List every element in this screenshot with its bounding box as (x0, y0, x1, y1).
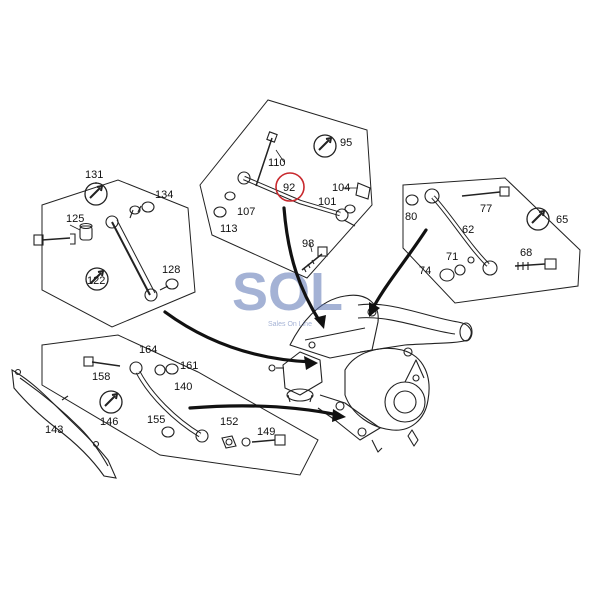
watermark-tagline: Sales On Line (268, 321, 312, 328)
callout-155: 155 (147, 414, 165, 426)
callout-80: 80 (405, 211, 417, 223)
torque-icons (84, 134, 550, 414)
wrench-icon (99, 390, 123, 414)
panel-camber-arm (402, 177, 581, 304)
wrench-icon (526, 207, 550, 231)
callout-92: 92 (283, 182, 295, 194)
panel-lower-arm (41, 334, 319, 476)
stabilizer-parts (33, 201, 179, 302)
part-143-shield (11, 368, 117, 479)
callout-107: 107 (237, 206, 255, 218)
arrow-stabilizer-to-knuckle (163, 310, 314, 364)
sol-watermark-logo: SOL Sales On Line (232, 262, 343, 328)
callout-146: 146 (100, 416, 118, 428)
arrow-camber-to-knuckle (370, 228, 428, 312)
panel-stabilizer-link (41, 179, 196, 328)
callout-131: 131 (85, 169, 103, 181)
callout-161: 161 (180, 360, 198, 372)
wrench-icon (313, 134, 337, 158)
callout-110: 110 (268, 157, 286, 169)
knuckle-assembly (268, 294, 473, 453)
callout-77: 77 (480, 203, 492, 215)
leader-lines (69, 149, 358, 253)
callout-101: 101 (318, 196, 336, 208)
callout-74: 74 (419, 265, 431, 277)
callout-158: 158 (92, 371, 110, 383)
callout-113: 113 (220, 223, 238, 235)
callout-95: 95 (340, 137, 352, 149)
camber-arm-parts (405, 186, 557, 282)
callout-149: 149 (257, 426, 275, 438)
callout-140: 140 (174, 381, 192, 393)
callout-68: 68 (520, 247, 532, 259)
callout-134: 134 (155, 189, 173, 201)
wrench-icon (84, 182, 108, 206)
flow-arrowheads (304, 302, 380, 422)
arrow-lower-arm-to-knuckle (188, 404, 340, 417)
upper-arm-parts (213, 131, 371, 273)
callout-65: 65 (556, 214, 568, 226)
callout-164: 164 (139, 344, 157, 356)
callout-122: 122 (87, 275, 105, 287)
flow-arrows (163, 206, 428, 417)
highlight-circle-92 (275, 172, 305, 202)
callout-71: 71 (446, 251, 458, 263)
lower-arm-parts (83, 356, 286, 449)
callout-98: 98 (302, 238, 314, 250)
wrench-icon (85, 267, 109, 291)
callout-labels: 131 134 125 122 128 95 110 92 104 107 10… (45, 137, 568, 438)
callout-104: 104 (332, 182, 350, 194)
callout-128: 128 (162, 264, 180, 276)
arrow-upper-arm-to-knuckle (282, 206, 322, 324)
panel-upper-arm (199, 99, 373, 279)
watermark-mark: SOL (232, 262, 343, 322)
callout-143: 143 (45, 424, 63, 436)
callout-125: 125 (66, 213, 84, 225)
callout-152: 152 (220, 416, 238, 428)
callout-62: 62 (462, 224, 474, 236)
